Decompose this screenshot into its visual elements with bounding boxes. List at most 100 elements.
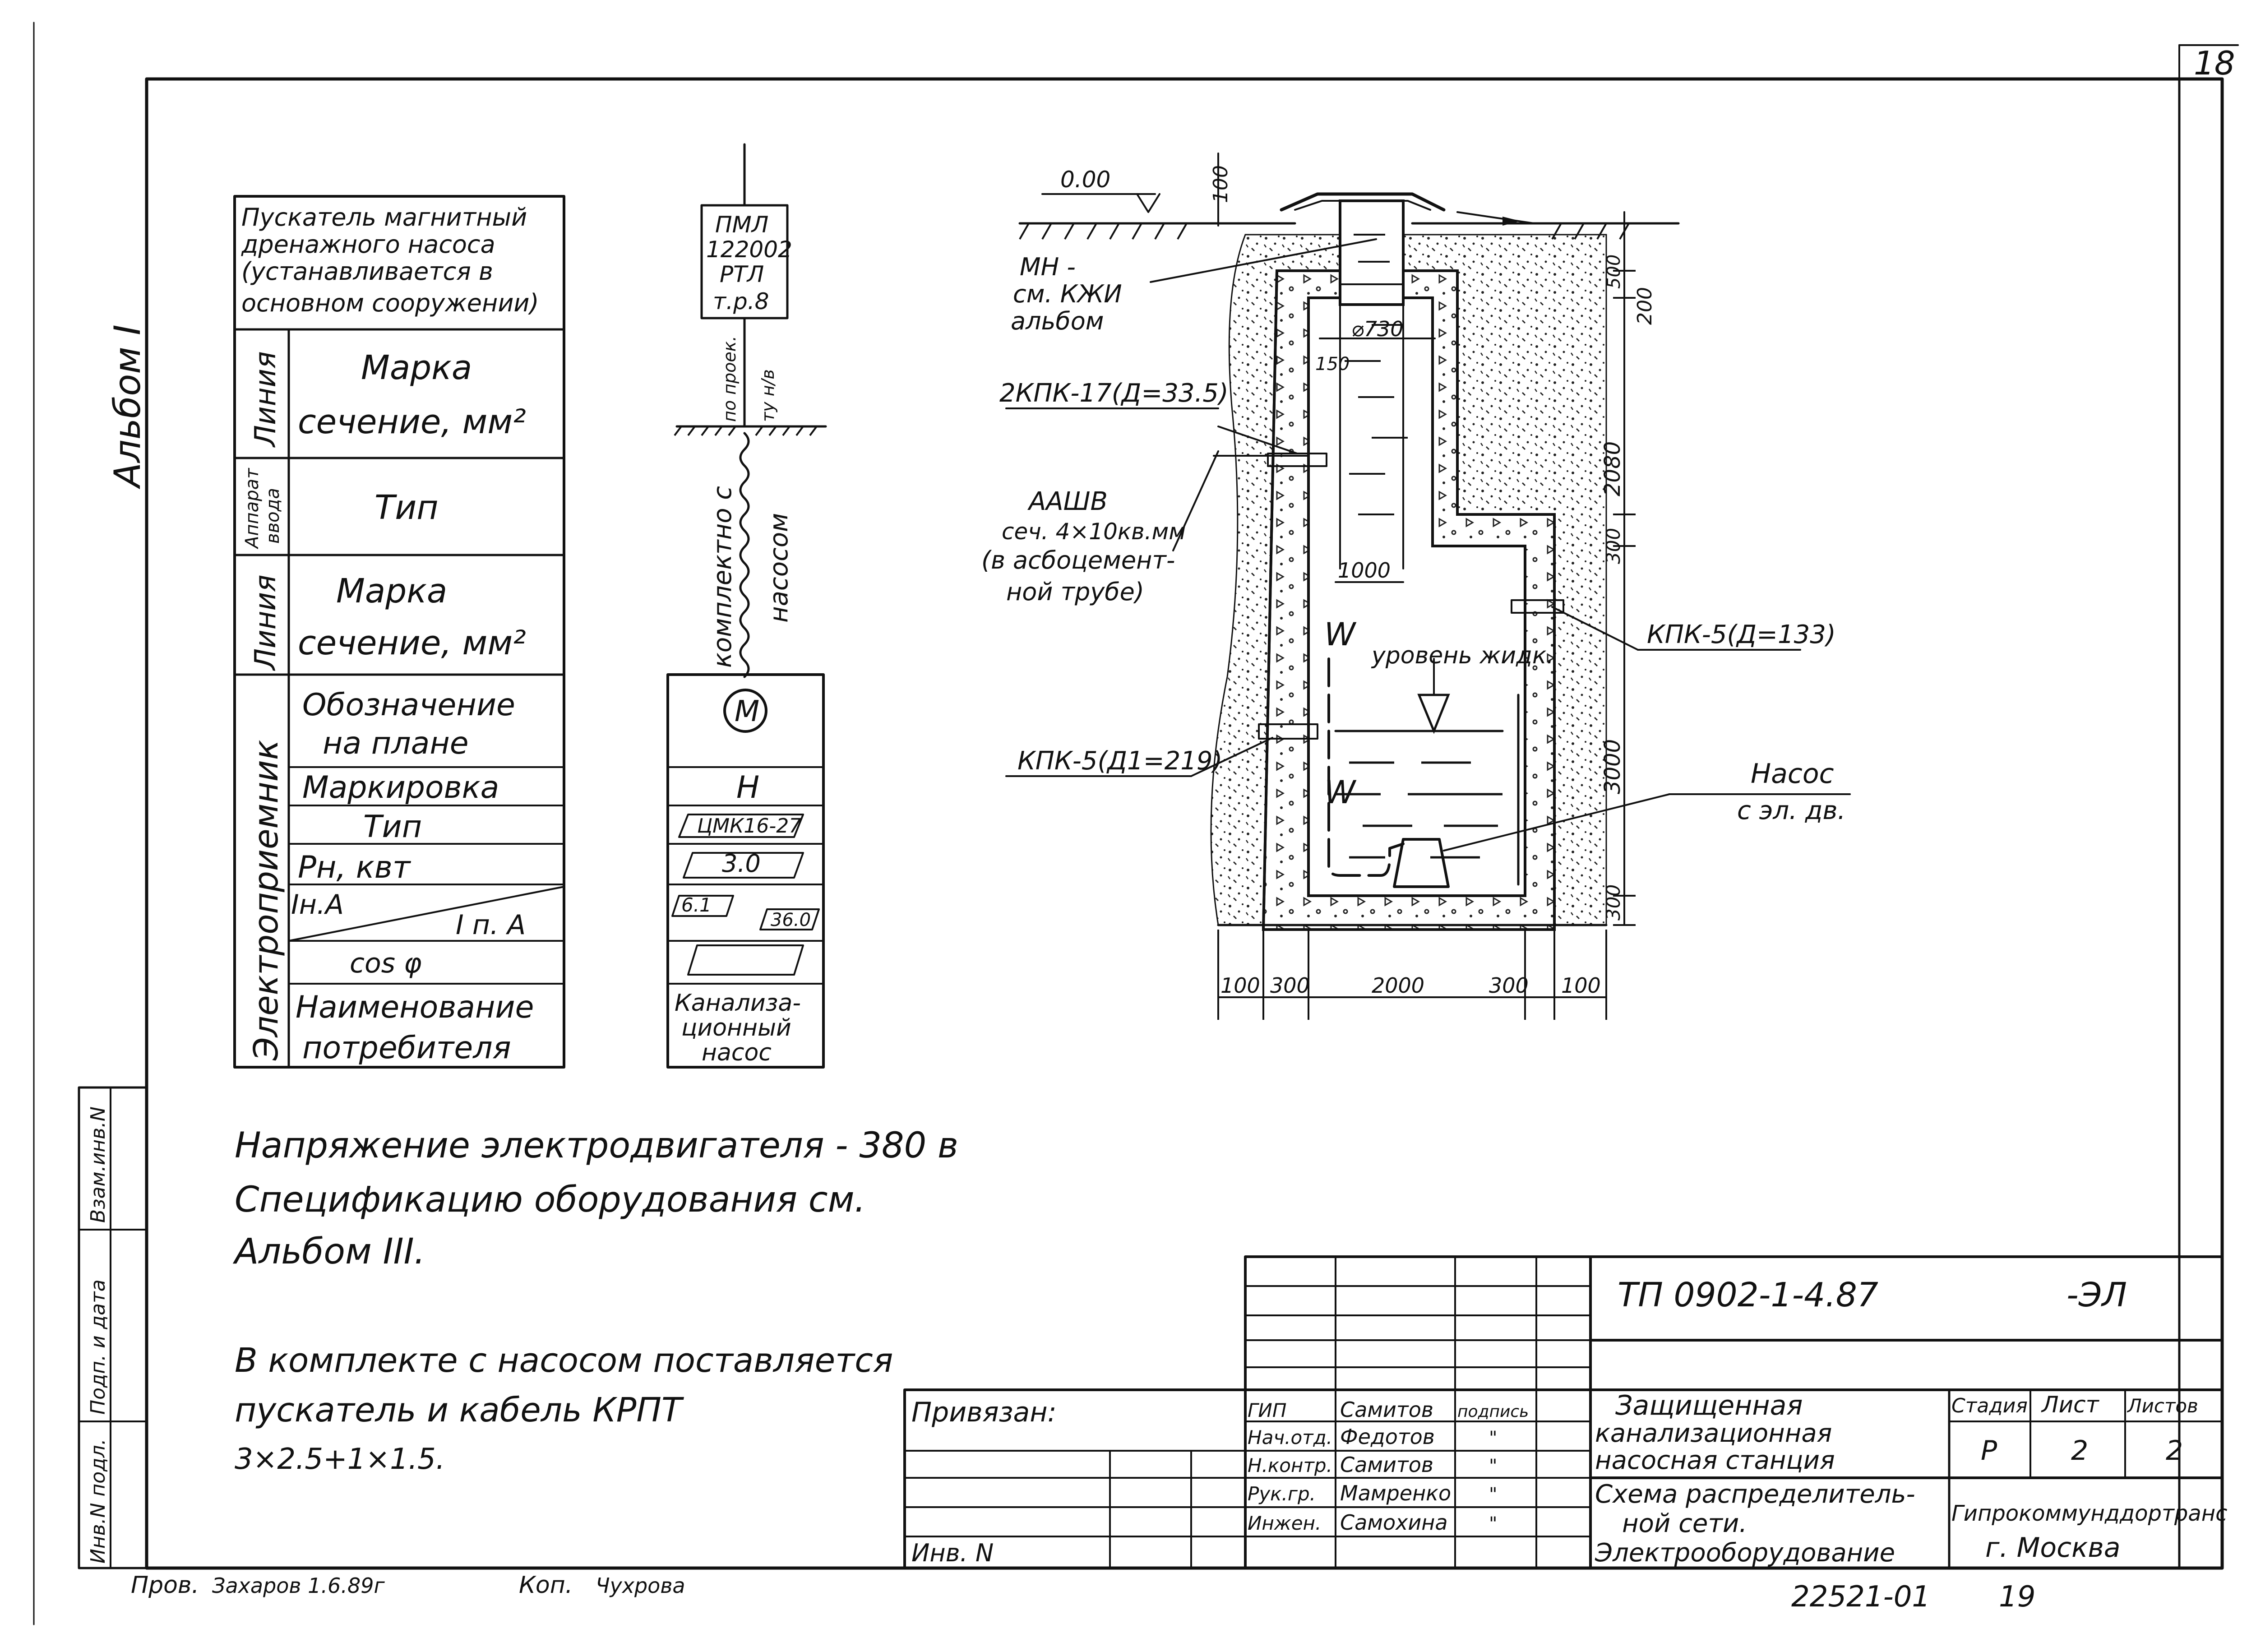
tb-org-2: г. Москва bbox=[1985, 1532, 2121, 1564]
note-kit-3: 3×2.5+1×1.5. bbox=[235, 1443, 445, 1476]
circuit-diagram bbox=[666, 143, 827, 1069]
note-kit-2: пускатель и кабель КРПТ bbox=[235, 1391, 684, 1430]
tb-privyazan: Привязан: bbox=[911, 1397, 1057, 1428]
liquid-level: уровень жидк. bbox=[1371, 642, 1554, 669]
tb-title-3: Электрооборудование bbox=[1595, 1538, 1895, 1568]
starter-3: РТЛ bbox=[720, 261, 764, 287]
note-spec-2: Альбом III. bbox=[232, 1231, 425, 1272]
group-line-2: Линия bbox=[249, 574, 282, 671]
signer-sign-2: " bbox=[1489, 1428, 1497, 1448]
bottom-dim-1: 100 bbox=[1220, 973, 1260, 998]
album-label: Альбом I bbox=[106, 324, 148, 490]
tb-org-1: Гипрокоммунддортранс bbox=[1951, 1501, 2228, 1526]
circuit-marking: Н bbox=[736, 770, 759, 805]
check-kop: Коп. bbox=[519, 1572, 573, 1599]
pump-1: Насос bbox=[1751, 758, 1834, 790]
bottom-dim-2: 300 bbox=[1270, 973, 1310, 998]
circuit-name-3: насос bbox=[702, 1039, 772, 1066]
dim-150: 150 bbox=[1315, 354, 1350, 375]
group-receiver: Электроприемник bbox=[247, 740, 286, 1061]
starter-1: ПМЛ bbox=[715, 212, 768, 238]
dim-100-top: 100 bbox=[1209, 165, 1232, 203]
line2-mark: Марка bbox=[336, 572, 447, 611]
circuit-ip-a: 36.0 bbox=[771, 910, 811, 930]
signer-name-4: Мамренко bbox=[1340, 1481, 1451, 1505]
receiver-in-a: Iн.А bbox=[291, 889, 344, 921]
note-kit-1: В комплекте с насосом поставляется bbox=[235, 1341, 893, 1380]
schedule-header-1: Пускатель магнитный bbox=[241, 203, 527, 231]
circuit-type: ЦМК16-27 bbox=[697, 814, 801, 838]
starter-2: 122002 bbox=[706, 236, 792, 263]
dim-300a: 300 bbox=[1602, 528, 1624, 564]
cable-note-1: комплектно с bbox=[708, 486, 737, 668]
dim-1000: 1000 bbox=[1338, 558, 1391, 583]
schedule-header-2: дренажного насоса bbox=[241, 230, 495, 259]
circuit-in-a: 6.1 bbox=[681, 894, 712, 916]
receiver-designation-2: на плане bbox=[323, 726, 469, 761]
schedule-header-3: (устанавливается в bbox=[241, 257, 493, 286]
line1-section: сечение, мм² bbox=[298, 403, 526, 441]
schedule-table bbox=[233, 195, 565, 1069]
bottom-dim-4: 300 bbox=[1489, 973, 1529, 998]
note-voltage: Напряжение электродвигателя - 380 в bbox=[235, 1125, 958, 1166]
receiver-marking: Маркировка bbox=[302, 770, 499, 805]
kpk17: 2КПК-17(Д=33.5) bbox=[999, 379, 1229, 408]
side-stamp: Взам.инв.N Подп. и дата Инв.N подл. bbox=[78, 1086, 148, 1569]
title-block bbox=[903, 1255, 2224, 1569]
stamp-podp: Подп. и дата bbox=[87, 1279, 110, 1415]
tu-note: ту н/в bbox=[758, 369, 778, 422]
receiver-type: Тип bbox=[363, 809, 422, 845]
bottom-dim-5: 100 bbox=[1561, 973, 1601, 998]
cable-4: ной трубе) bbox=[1006, 578, 1144, 606]
receiver-designation-1: Обозначение bbox=[302, 687, 515, 723]
signer-role-2: Нач.отд. bbox=[1248, 1426, 1332, 1448]
group-line-1: Линия bbox=[249, 351, 282, 448]
dia-730: ⌀730 bbox=[1351, 317, 1404, 341]
tb-stage: Р bbox=[1981, 1435, 1997, 1467]
apparatus-type: Тип bbox=[374, 488, 439, 527]
tb-stage-header: Стадия bbox=[1951, 1394, 2028, 1417]
signer-name-2: Федотов bbox=[1340, 1425, 1435, 1449]
dim-500: 500 bbox=[1604, 255, 1624, 289]
circuit-power: 3.0 bbox=[722, 849, 761, 878]
tb-sheets: 2 bbox=[2166, 1435, 2183, 1467]
bottom-number: 22521-01 bbox=[1791, 1580, 1930, 1614]
tb-title-1: Схема распределитель- bbox=[1595, 1480, 1915, 1509]
kpk5-left: КПК-5(Д1=219) bbox=[1017, 746, 1222, 776]
check-prov-name: Захаров 1.6.89г bbox=[212, 1573, 385, 1598]
signer-name-1: Самитов bbox=[1340, 1397, 1433, 1422]
note-spec-1: Спецификацию оборудования см. bbox=[235, 1180, 865, 1220]
stamp-vzam: Взам.инв.N bbox=[87, 1106, 110, 1223]
starter-4: т.р.8 bbox=[713, 288, 769, 315]
signer-sign-4: " bbox=[1489, 1484, 1497, 1505]
tb-suffix: -ЭЛ bbox=[2066, 1276, 2127, 1314]
dim-300b: 300 bbox=[1602, 884, 1624, 921]
svg-text:W: W bbox=[1324, 774, 1357, 811]
circuit-name-2: ционный bbox=[681, 1014, 791, 1041]
tb-object-3: насосная станция bbox=[1595, 1446, 1835, 1475]
cable-note-2: насосом bbox=[764, 513, 794, 623]
dim-3000: 3000 bbox=[1600, 739, 1625, 794]
signer-name-3: Самитов bbox=[1340, 1453, 1433, 1477]
tb-object-1: Защищенная bbox=[1615, 1390, 1803, 1421]
tb-object-2: канализационная bbox=[1595, 1419, 1832, 1448]
receiver-ip-a: I п. А bbox=[456, 909, 526, 941]
pump-station-section: W W bbox=[1005, 153, 1851, 1020]
receiver-name-1: Наименование bbox=[296, 990, 534, 1025]
bottom-page: 19 bbox=[1999, 1580, 2035, 1614]
motor-symbol: М bbox=[735, 695, 759, 728]
level-0: 0.00 bbox=[1060, 167, 1110, 193]
signer-sign-3: " bbox=[1489, 1456, 1497, 1476]
check-kop-name: Чухрова bbox=[596, 1573, 685, 1598]
receiver-power: Рн, квт bbox=[298, 850, 411, 885]
signer-role-3: Н.контр. bbox=[1248, 1454, 1332, 1476]
project-note: по проек. bbox=[720, 336, 740, 422]
mh-1: МН - bbox=[1020, 253, 1076, 281]
dim-2080: 2080 bbox=[1600, 441, 1625, 496]
pump-2: с эл. дв. bbox=[1737, 796, 1845, 825]
tb-sheet: 2 bbox=[2071, 1435, 2088, 1467]
signer-role-5: Инжен. bbox=[1248, 1512, 1321, 1534]
stamp-inv: Инв.N подл. bbox=[87, 1439, 110, 1564]
signer-role-4: Рук.гр. bbox=[1248, 1483, 1316, 1505]
